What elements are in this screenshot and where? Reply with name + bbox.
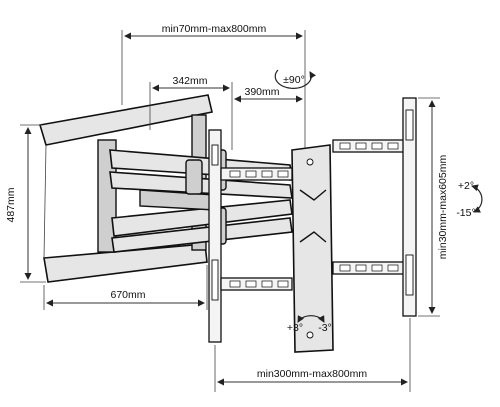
- depth-range-label: min70mm-max800mm: [162, 23, 267, 35]
- depth-range-dimension: [121, 30, 306, 148]
- center-carriage: [291, 144, 334, 353]
- level-minus-label: -3°: [318, 322, 332, 334]
- swivel-label: ±90°: [283, 74, 305, 86]
- tilt-up-label: +2°: [458, 180, 474, 192]
- wall-plate-width-dimension: [43, 265, 208, 310]
- level-adjust-indicator: [297, 315, 325, 323]
- arm-segments-dimension: [149, 82, 303, 150]
- tilt-indicator: [471, 184, 483, 213]
- level-plus-label: +3°: [287, 322, 303, 334]
- wall-plate-height-label: 487mm: [5, 187, 17, 222]
- vesa-vertical-label: min30mm-max605mm: [437, 155, 449, 260]
- arm-segment-2-label: 390mm: [244, 86, 279, 98]
- wall-plate-height-dimension: [20, 124, 46, 283]
- tilt-down-label: -15°: [456, 207, 475, 219]
- left-vesa-rail: [208, 129, 222, 343]
- vesa-vertical-dimension: [418, 97, 440, 317]
- articulating-arms: [109, 149, 293, 253]
- right-vesa-rail: [402, 97, 417, 317]
- vesa-horizontal-label: min300mm-max800mm: [257, 368, 368, 380]
- arm-segment-1-label: 342mm: [172, 75, 207, 87]
- vesa-horizontal-dimension: [214, 318, 411, 392]
- swivel-indicator: [274, 69, 317, 89]
- wall-plate-width-label: 670mm: [110, 289, 145, 301]
